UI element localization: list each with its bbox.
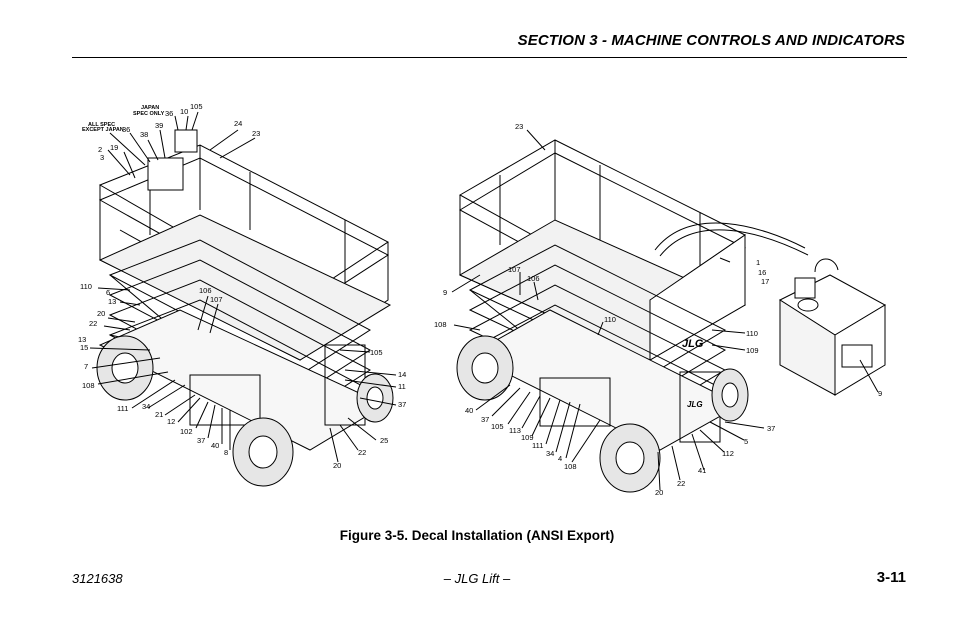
- callout: 107: [508, 265, 521, 274]
- callout: 109: [521, 433, 534, 442]
- callout: 40: [211, 441, 219, 450]
- callout: 24: [234, 119, 242, 128]
- callout: 13: [78, 335, 86, 344]
- callout: 34: [546, 449, 554, 458]
- callout: 23: [515, 122, 523, 131]
- callout: 105: [190, 102, 203, 111]
- callout: 102: [180, 427, 193, 436]
- page-number: 3-11: [876, 569, 906, 586]
- jlg-logo-chassis: JLG: [687, 400, 703, 409]
- callout: 105: [491, 422, 504, 431]
- callout: 8: [224, 448, 228, 457]
- callout: 38: [140, 130, 148, 139]
- callout: 15: [80, 343, 88, 352]
- section-header: SECTION 3 - MACHINE CONTROLS AND INDICAT…: [517, 32, 905, 49]
- callout: 36: [165, 109, 173, 118]
- callout: 1: [756, 258, 760, 267]
- right-callout-labels: 23 107 106 9 108 1 16 17 110 110 109 9 4…: [434, 122, 882, 497]
- callout: 9: [878, 389, 882, 398]
- callout: 4: [558, 454, 562, 463]
- callout: 109: [746, 346, 759, 355]
- callout: 110: [604, 315, 616, 324]
- callout: 37: [398, 400, 406, 409]
- callout: 108: [434, 320, 447, 329]
- callout: 22: [677, 479, 685, 488]
- callout: EXCEPT JAPAN: [82, 127, 124, 133]
- callout: 9: [443, 288, 447, 297]
- jlg-logo-platform: JLG: [682, 338, 704, 350]
- callout: 110: [80, 282, 92, 291]
- callout: 11: [398, 382, 406, 391]
- callout: 5: [744, 437, 748, 446]
- callout: 36: [122, 125, 130, 134]
- callout: 41: [698, 466, 706, 475]
- left-callout-labels: 105 10 36 JAPAN SPEC ONLY 39 ALL SPEC EX…: [78, 102, 406, 470]
- callout: 20: [655, 488, 663, 497]
- callout: ALL SPEC: [88, 122, 115, 128]
- callout: 37: [197, 436, 205, 445]
- callout: 13: [108, 297, 116, 306]
- callout: 110: [746, 329, 758, 338]
- callout: SPEC ONLY: [133, 111, 165, 117]
- callout: 107: [210, 295, 223, 304]
- callout: 106: [527, 274, 540, 283]
- callout: 14: [398, 370, 406, 379]
- callout: 10: [180, 107, 188, 116]
- callout: 37: [767, 424, 775, 433]
- callout: JAPAN: [141, 105, 159, 111]
- callout: 22: [89, 319, 97, 328]
- callout: 20: [97, 309, 105, 318]
- header-rule: [72, 57, 907, 58]
- callout: 106: [199, 286, 212, 295]
- figure-caption: Figure 3-5. Decal Installation (ANSI Exp…: [339, 528, 615, 543]
- callout: 112: [722, 449, 734, 458]
- callout: 40: [465, 406, 473, 415]
- document-number: 3121638: [72, 571, 123, 586]
- callout: 39: [155, 121, 163, 130]
- callout: 6: [106, 288, 110, 297]
- callout: 7: [84, 362, 88, 371]
- callout: 34: [142, 402, 150, 411]
- callout: 2: [98, 145, 102, 154]
- callout: 108: [82, 381, 95, 390]
- callout: 17: [761, 277, 769, 286]
- callout: 21: [155, 410, 163, 419]
- callout: 16: [758, 268, 766, 277]
- callout: 37: [481, 415, 489, 424]
- callout: 25: [380, 436, 388, 445]
- callout: 23: [252, 129, 260, 138]
- callout: 108: [564, 462, 577, 471]
- callout: 105: [370, 348, 383, 357]
- callout: 111: [532, 441, 543, 450]
- right-machine-drawing: [451, 129, 887, 493]
- left-machine-drawing: [89, 111, 397, 487]
- callout: 19: [110, 143, 118, 152]
- footer-center-text: – JLG Lift –: [443, 571, 511, 586]
- callout: 20: [333, 461, 341, 470]
- callout: 22: [358, 448, 366, 457]
- callout: 113: [509, 426, 521, 435]
- callout: 3: [100, 153, 104, 162]
- callout: 12: [167, 417, 175, 426]
- callout: 111: [117, 404, 128, 413]
